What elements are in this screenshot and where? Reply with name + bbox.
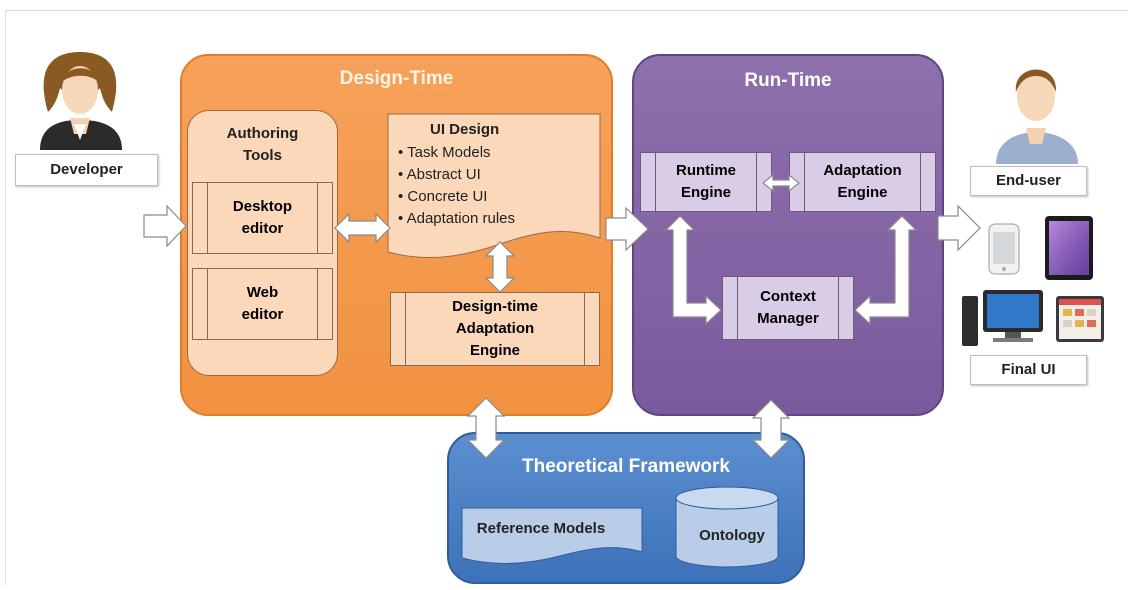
runtime-theory-double-arrow xyxy=(751,399,791,459)
web-editor-box: Web editor xyxy=(192,268,333,340)
runtime-adaptation-double-arrow xyxy=(762,173,800,193)
ontology-cylinder-icon xyxy=(675,486,779,568)
ui-design-item: Abstract UI xyxy=(398,164,515,186)
frame-top-line xyxy=(5,10,1127,11)
design-to-runtime-arrow xyxy=(605,206,649,252)
end-user-label: End-user xyxy=(970,166,1087,196)
adaptation-engine-box: Adaptation Engine xyxy=(789,152,936,212)
tablet-app-icon xyxy=(1056,296,1104,342)
design-time-adaptation-engine-box: Design-time Adaptation Engine xyxy=(390,292,600,366)
runtime-engine-label: Runtime Engine xyxy=(676,162,736,201)
adaptation-context-double-arrow xyxy=(854,215,918,326)
design-time-title: Design-Time xyxy=(339,68,454,89)
end-user-avatar-icon xyxy=(996,69,1078,164)
ui-design-item: Task Models xyxy=(398,142,515,164)
runtime-engine-box: Runtime Engine xyxy=(640,152,772,212)
desktop-editor-label: Desktop editor xyxy=(232,198,293,237)
final-ui-label: Final UI xyxy=(970,355,1087,385)
ui-design-item: Concrete UI xyxy=(398,186,515,208)
smartphone-icon xyxy=(988,223,1020,275)
web-editor-label: Web editor xyxy=(241,284,284,323)
runtime-context-double-arrow xyxy=(664,215,722,326)
ontology-label: Ontology xyxy=(699,527,765,544)
authoring-tools-label: Authoring Tools xyxy=(226,125,299,164)
context-manager-label: Context Manager xyxy=(757,288,819,327)
run-time-title: Run-Time xyxy=(744,70,832,91)
ui-design-item: Adaptation rules xyxy=(398,208,515,230)
ui-design-list: Task Models Abstract UI Concrete UI Adap… xyxy=(398,142,515,230)
desktop-computer-icon xyxy=(962,290,1043,346)
theoretical-framework-title: Theoretical Framework xyxy=(521,456,731,477)
design-time-adaptation-engine-label: Design-time Adaptation Engine xyxy=(452,298,538,359)
developer-label: Developer xyxy=(15,154,158,186)
runtime-to-finalui-arrow xyxy=(937,204,981,252)
developer-avatar-icon xyxy=(40,52,122,150)
developer-to-design-arrow xyxy=(143,204,187,248)
desktop-editor-box: Desktop editor xyxy=(192,182,333,254)
frame-left-line xyxy=(5,10,6,585)
reference-models-label: Reference Models xyxy=(476,520,606,537)
ui-design-title: UI Design xyxy=(430,121,500,138)
design-theory-double-arrow xyxy=(466,397,506,459)
reference-models-document-shape xyxy=(461,507,643,564)
context-manager-box: Context Manager xyxy=(722,276,854,340)
tablet-icon xyxy=(1045,216,1093,280)
editor-design-double-arrow xyxy=(334,212,391,244)
design-engine-double-arrow xyxy=(484,241,516,293)
adaptation-engine-label: Adaptation Engine xyxy=(823,162,902,201)
